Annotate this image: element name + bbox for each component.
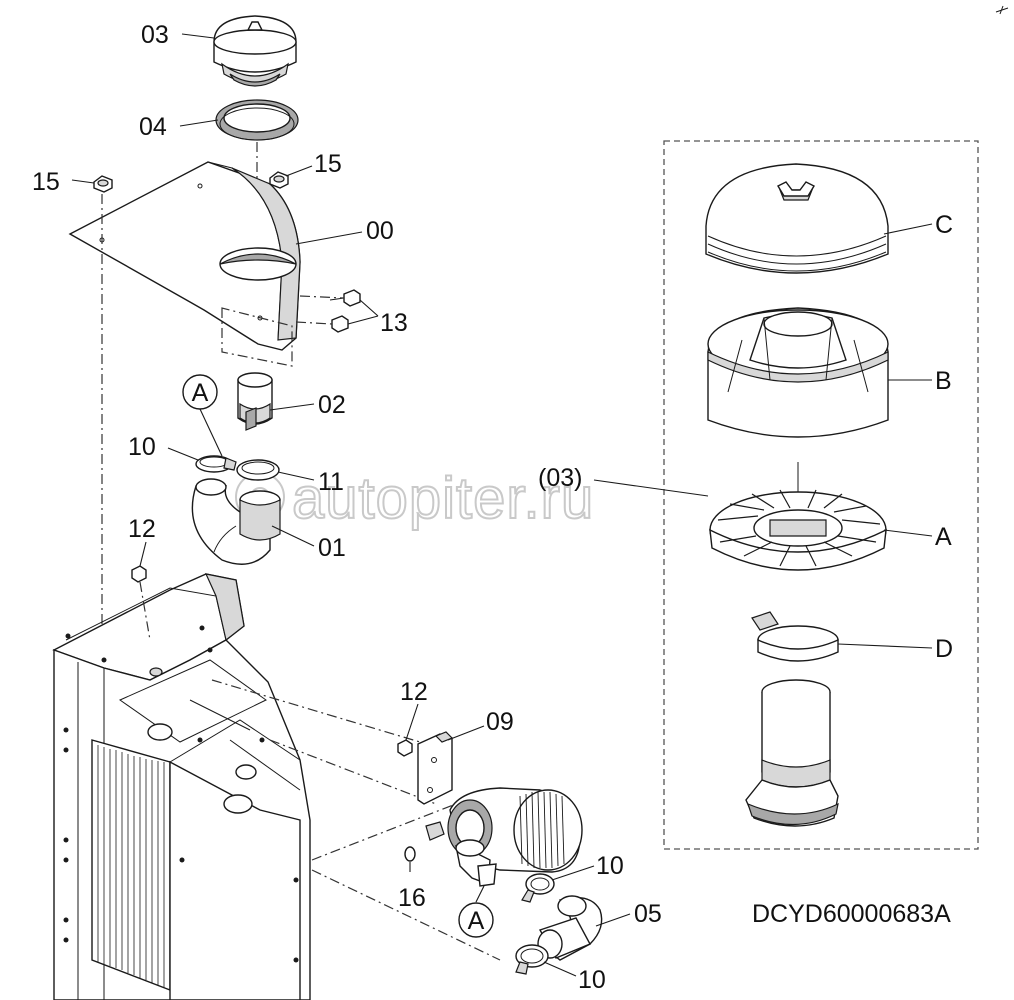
watermark-text: autopiter.ru bbox=[292, 466, 594, 531]
part-13-bolt-lower bbox=[331, 315, 349, 333]
part-labels: 03 04 15 15 00 13 02 10 11 01 12 12 09 1… bbox=[32, 21, 953, 994]
label-15-left: 15 bbox=[32, 168, 60, 196]
mount-axis-2 bbox=[269, 739, 437, 805]
detail-tube bbox=[745, 679, 839, 827]
part-01-elbow-hose bbox=[191, 478, 281, 565]
detail-a-vanes bbox=[717, 489, 881, 567]
corner-mark bbox=[995, 5, 1009, 15]
detail-c-cover bbox=[705, 163, 889, 274]
watermark: autopiter.ru bbox=[235, 465, 594, 532]
part-15-nut-left bbox=[93, 175, 113, 193]
air-cleaner-body bbox=[425, 787, 583, 885]
radiator-core-fins bbox=[97, 745, 165, 988]
mount-axis-4 bbox=[311, 869, 501, 961]
bolt-axis-upper bbox=[299, 295, 345, 299]
label-16: 16 bbox=[398, 884, 426, 912]
air-cleaner-fins bbox=[519, 791, 565, 869]
label-detail-a: A bbox=[935, 523, 952, 551]
label-10-mid: 10 bbox=[596, 852, 624, 880]
label-03: 03 bbox=[141, 21, 169, 49]
detail-d-clamp bbox=[751, 611, 839, 662]
drawing-code: DCYD60000683A bbox=[752, 900, 951, 928]
callout-a-lower: A bbox=[458, 863, 497, 938]
label-09: 09 bbox=[486, 708, 514, 736]
radiator-frame bbox=[52, 573, 311, 1000]
label-01: 01 bbox=[318, 534, 346, 562]
detail-a-vane-ring bbox=[709, 462, 887, 571]
label-10-upper: 10 bbox=[128, 433, 156, 461]
part-09-bracket bbox=[417, 731, 454, 805]
cover-outline-dashed bbox=[221, 307, 293, 367]
label-02: 02 bbox=[318, 391, 346, 419]
part-03-precleaner bbox=[213, 15, 297, 87]
part-00-cover bbox=[68, 161, 301, 351]
label-11: 11 bbox=[318, 468, 344, 496]
label-13: 13 bbox=[380, 309, 408, 337]
mount-axis-1 bbox=[211, 679, 421, 743]
part-12-bolt-lower bbox=[397, 739, 413, 757]
part-15-nut-right bbox=[269, 171, 289, 189]
label-12-upper: 12 bbox=[128, 515, 156, 543]
label-05: 05 bbox=[634, 900, 662, 928]
label-15-right: 15 bbox=[314, 150, 342, 178]
label-detail-b: B bbox=[935, 367, 952, 395]
label-detail-c: C bbox=[935, 211, 953, 239]
part-16-indicator bbox=[404, 846, 416, 862]
label-10-bottom: 10 bbox=[578, 966, 606, 994]
detail-b-bowl bbox=[707, 307, 889, 438]
callout-a-lower-text: A bbox=[468, 907, 485, 935]
label-detail-ref-03: (03) bbox=[538, 464, 582, 492]
part-11-clamp bbox=[236, 459, 280, 481]
detail-box-03 bbox=[663, 140, 979, 850]
label-04: 04 bbox=[139, 113, 167, 141]
leader-lines bbox=[71, 33, 933, 977]
part-10-clamp-mid bbox=[521, 873, 555, 903]
callout-a-upper-text: A bbox=[192, 379, 209, 407]
mount-axis-3 bbox=[311, 799, 467, 861]
label-detail-d: D bbox=[935, 635, 953, 663]
part-05-elbow-hose bbox=[537, 895, 603, 961]
part-10-clamp-bottom bbox=[515, 944, 549, 975]
callout-a-upper: A bbox=[182, 374, 223, 457]
part-02-tube bbox=[237, 372, 273, 431]
bolt-axis-lower bbox=[295, 321, 333, 325]
label-12-lower: 12 bbox=[400, 678, 428, 706]
radiator-bolt-holes bbox=[63, 625, 299, 963]
part-04-seal-ring bbox=[215, 99, 299, 141]
part-10-clamp-upper bbox=[195, 455, 237, 473]
label-00: 00 bbox=[366, 217, 394, 245]
